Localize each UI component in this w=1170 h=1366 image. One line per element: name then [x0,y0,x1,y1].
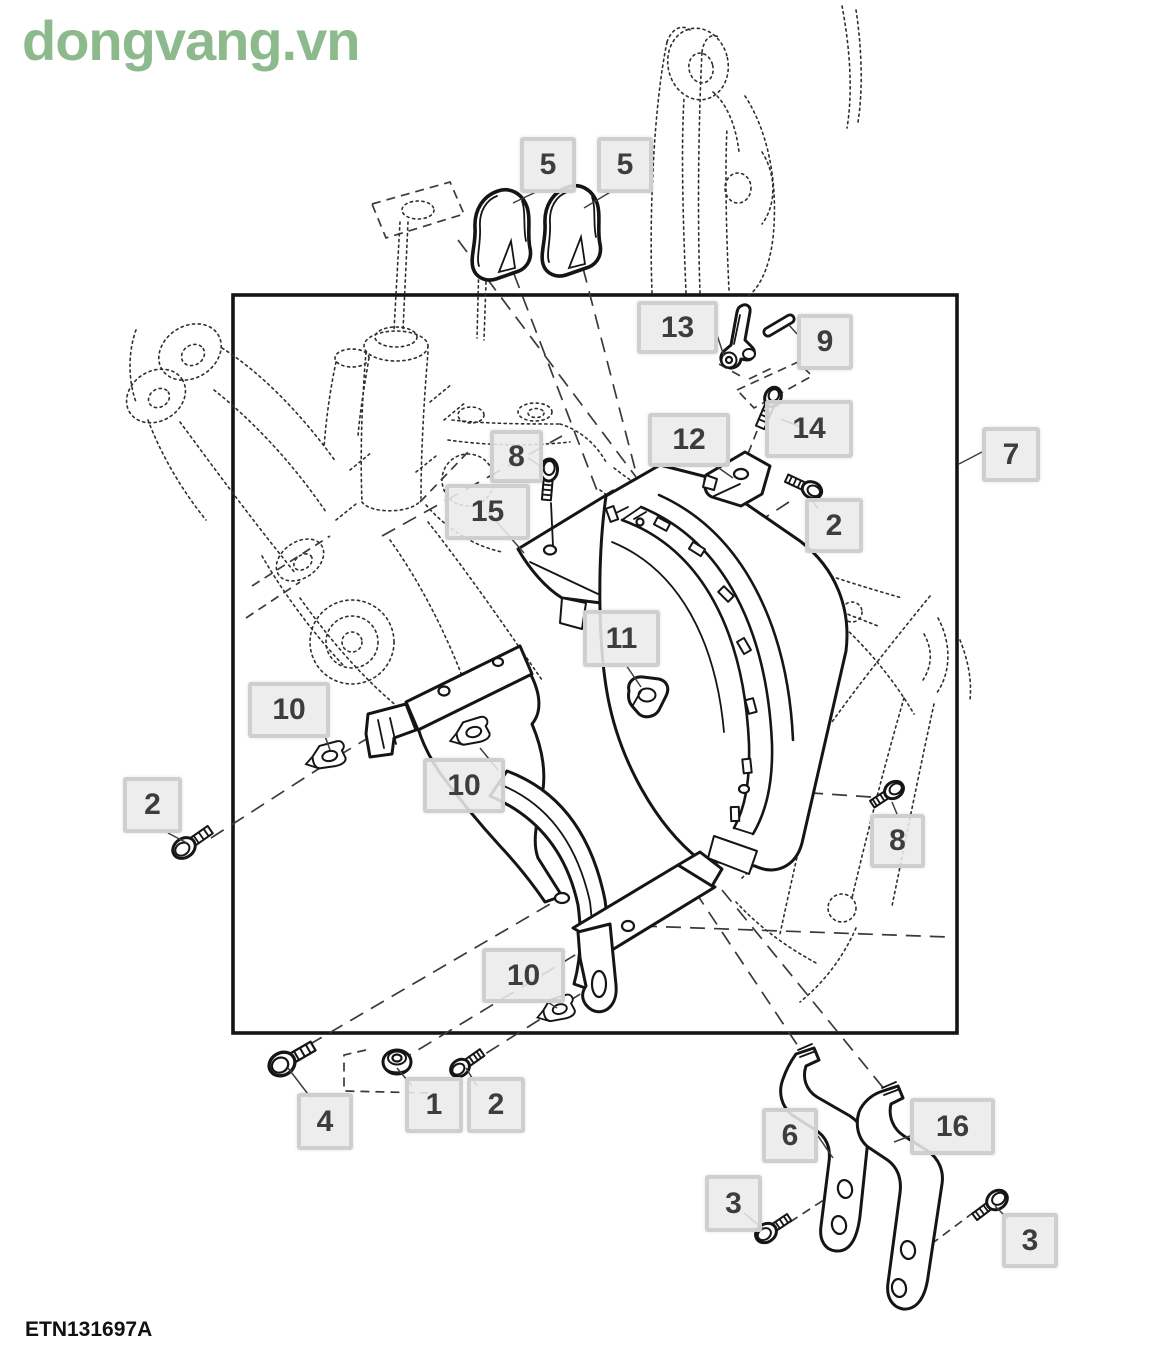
callout-3: 3 [705,1175,762,1232]
callout-10: 10 [248,682,330,738]
callout-12: 12 [648,413,730,467]
callout-label: 2 [487,1088,505,1121]
phantom-lift-arms [650,5,862,297]
callout-label: 12 [672,423,706,456]
callout-3: 3 [1002,1213,1058,1268]
watermark-text: dongvang.vn [22,9,360,72]
part-9-pin [762,313,796,338]
drawing-number: ETN131697A [25,1318,153,1341]
fastener-bolts [171,457,1009,1245]
callout-2: 2 [467,1077,525,1133]
callout-label: 14 [792,412,826,445]
callout-14: 14 [765,400,853,458]
callout-10: 10 [423,758,505,813]
callout-8: 8 [490,430,543,483]
callout-label: 3 [1021,1223,1039,1257]
callout-label: 3 [725,1186,742,1220]
callout-label: 16 [935,1109,970,1143]
callout-label: 2 [144,788,161,821]
frame-border [231,293,959,1035]
part-10-clipnuts [304,715,576,1023]
callout-16: 16 [910,1098,995,1155]
callout-label: 5 [539,148,557,181]
callout-5: 5 [597,137,653,193]
callout-6: 6 [762,1108,818,1163]
callout-2: 2 [805,498,863,553]
callout-label: 1 [425,1088,443,1121]
part-13-latch [719,303,756,370]
callout-label: 4 [316,1104,334,1138]
callout-label: 2 [825,508,843,542]
callout-label: 7 [1002,437,1020,471]
callout-1: 1 [405,1077,463,1133]
callout-9: 9 [797,314,853,370]
callout-10: 10 [482,948,565,1003]
callout-label: 10 [506,958,541,992]
callout-label: 8 [889,824,906,857]
callout-2: 2 [123,777,182,833]
part-16-strap [855,1081,944,1311]
callout-label: 13 [660,310,695,344]
callout-7: 7 [982,427,1040,482]
callout-5: 5 [520,137,576,193]
part-5-covers [470,184,603,282]
callout-11: 11 [583,610,660,667]
callout-4: 4 [297,1093,353,1150]
part-11-clip [626,675,670,719]
callout-8: 8 [870,814,925,868]
part-6-strap [779,1043,869,1253]
callout-label: 6 [781,1118,799,1152]
callout-label: 5 [616,148,634,181]
callout-label: 9 [816,325,834,358]
callout-label: 11 [605,621,638,655]
part-12-plate [702,450,772,508]
part-1-nut [381,1048,413,1076]
callout-label: 8 [508,439,525,473]
callout-label: 10 [447,768,481,802]
callout-label: 10 [272,693,306,726]
callout-label: 15 [470,495,505,528]
callout-15: 15 [445,484,530,540]
callout-13: 13 [637,301,718,354]
